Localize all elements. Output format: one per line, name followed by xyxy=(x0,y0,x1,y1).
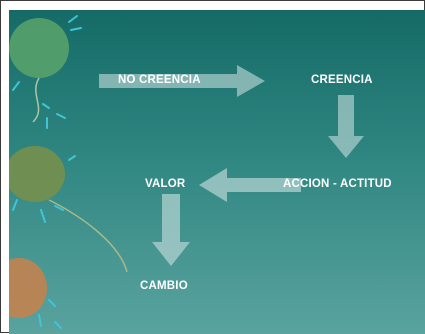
balloon-olive-icon xyxy=(9,146,65,202)
slide-canvas: NO CREENCIA CREENCIA VALOR ACCION - ACTI… xyxy=(9,10,425,334)
balloon-string xyxy=(32,77,40,123)
arrow-no-creencia-to-creencia xyxy=(99,65,265,97)
balloon-green-icon xyxy=(9,18,69,78)
node-no-creencia: NO CREENCIA xyxy=(118,74,201,86)
arrow-accion-to-valor xyxy=(199,168,301,202)
balloon-decoration xyxy=(9,15,128,329)
arrow-valor-to-cambio xyxy=(152,194,190,266)
sparkle-rays xyxy=(12,15,82,329)
node-cambio: CAMBIO xyxy=(140,280,188,292)
flow-arrows xyxy=(99,65,364,266)
node-valor: VALOR xyxy=(145,178,186,190)
node-accion-actitud: ACCION - ACTITUD xyxy=(283,178,392,190)
balloon-string xyxy=(48,199,128,273)
balloon-orange-icon xyxy=(9,258,47,318)
arrow-creencia-to-accion xyxy=(328,95,364,158)
node-creencia: CREENCIA xyxy=(311,74,373,86)
